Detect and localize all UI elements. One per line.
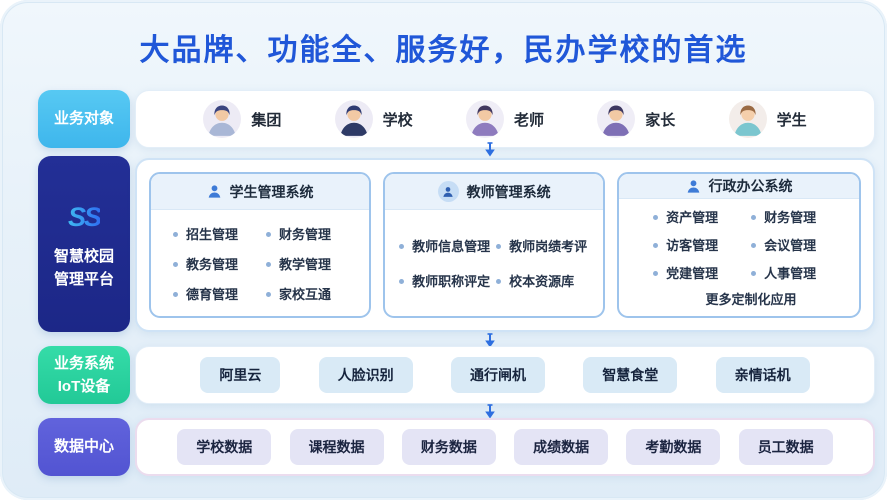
avatar-group-icon — [203, 100, 242, 138]
avatar-student-icon — [728, 100, 767, 138]
card-admin-items: 资产管理 财务管理 访客管理 会议管理 党建管理 人事管理 更多定制化应用 — [619, 199, 859, 316]
data-chip: 课程数据 — [289, 429, 384, 465]
down-arrow-icon — [485, 142, 495, 157]
person-icon — [443, 186, 453, 197]
system-item: 党建管理 — [653, 263, 751, 282]
platform-label-line2: 管理平台 — [53, 270, 114, 288]
down-arrow-icon — [485, 404, 495, 419]
card-admin-title: 行政办公系统 — [708, 178, 793, 194]
audience-label: 学校 — [382, 111, 413, 129]
system-item: 访客管理 — [653, 235, 751, 254]
data-chip: 员工数据 — [738, 429, 833, 465]
side-label-business-objects-text: 业务对象 — [53, 110, 114, 128]
page-title: 大品牌、功能全、服务好，民办学校的首选 — [139, 34, 748, 67]
person-icon — [687, 179, 699, 193]
system-item: 教师信息管理 — [399, 236, 496, 255]
data-center-label-text: 数据中心 — [53, 438, 114, 456]
system-item: 人事管理 — [751, 263, 849, 282]
platform-systems-panel: 学生管理系统 招生管理 财务管理 教务管理 教学管理 德育管理 家校互通 教师 — [135, 158, 875, 332]
card-student-title: 学生管理系统 — [229, 183, 314, 200]
card-admin-footer: 更多定制化应用 — [705, 292, 797, 307]
audience-student: 学生 — [728, 100, 807, 138]
data-chip: 财务数据 — [401, 429, 496, 465]
system-item: 教学管理 — [266, 254, 359, 273]
audience-school: 学校 — [334, 100, 413, 138]
system-item: 教务管理 — [173, 254, 266, 273]
card-student-items: 招生管理 财务管理 教务管理 教学管理 德育管理 家校互通 — [151, 210, 369, 316]
audience-label: 老师 — [513, 111, 544, 129]
card-teacher-items: 教师信息管理 教师岗绩考评 教师职称评定 校本资源库 — [385, 210, 603, 316]
system-item: 德育管理 — [173, 284, 266, 303]
ss-logo: SS — [68, 197, 102, 239]
iot-chip: 亲情话机 — [715, 357, 810, 393]
data-chip: 考勤数据 — [626, 429, 721, 465]
card-admin-header: 行政办公系统 — [619, 174, 859, 199]
iot-label-line1: 业务系统 — [53, 354, 114, 372]
card-student-header: 学生管理系统 — [151, 174, 370, 210]
card-teacher-header: 教师管理系统 — [385, 174, 604, 210]
audience-label: 学生 — [776, 111, 807, 129]
person-icon — [208, 185, 220, 198]
audience-label: 集团 — [251, 111, 282, 129]
business-objects-panel: 集团 学校 — [135, 90, 875, 148]
iot-panel: 阿里云 人脸识别 通行闸机 智慧食堂 亲情话机 — [135, 346, 875, 404]
iot-chip: 智慧食堂 — [583, 357, 678, 393]
data-chip: 成绩数据 — [514, 429, 609, 465]
system-item: 教师岗绩考评 — [496, 236, 593, 255]
side-label-business-objects: 业务对象 — [38, 90, 130, 148]
iot-chip: 通行闸机 — [450, 357, 545, 393]
avatar-parent-icon — [597, 100, 636, 138]
avatar-school-icon — [334, 100, 373, 138]
audience-parent: 家长 — [597, 100, 675, 138]
card-teacher-management: 教师管理系统 教师信息管理 教师岗绩考评 教师职称评定 校本资源库 — [383, 172, 606, 318]
avatar-teacher-icon — [465, 100, 504, 138]
iot-chip: 人脸识别 — [318, 357, 413, 393]
system-item: 校本资源库 — [496, 271, 593, 290]
system-item: 财务管理 — [751, 207, 849, 226]
card-teacher-title: 教师管理系统 — [466, 183, 551, 200]
audience-group: 集团 — [203, 100, 281, 138]
data-chip: 学校数据 — [177, 429, 272, 465]
audience-label: 家长 — [645, 111, 676, 129]
person-circle-icon — [437, 181, 459, 202]
data-center-panel: 学校数据 课程数据 财务数据 成绩数据 考勤数据 员工数据 — [135, 418, 875, 476]
system-item: 资产管理 — [653, 207, 751, 226]
down-arrow-icon — [485, 333, 495, 348]
system-item: 家校互通 — [266, 284, 359, 303]
platform-label-line1: 智慧校园 — [53, 247, 114, 265]
system-item: 会议管理 — [751, 235, 849, 254]
system-item: 招生管理 — [173, 224, 266, 243]
audience-teacher: 老师 — [465, 100, 544, 138]
side-label-platform: SS 智慧校园 管理平台 — [38, 156, 130, 332]
side-label-data-center: 数据中心 — [38, 418, 130, 476]
card-student-management: 学生管理系统 招生管理 财务管理 教务管理 教学管理 德育管理 家校互通 — [149, 172, 372, 318]
card-admin-office: 行政办公系统 资产管理 财务管理 访客管理 会议管理 党建管理 人事管理 更多定… — [617, 172, 861, 318]
system-item: 教师职称评定 — [399, 271, 496, 290]
iot-chip: 阿里云 — [200, 357, 281, 393]
iot-label-line2: IoT设备 — [57, 378, 111, 395]
system-item: 财务管理 — [266, 224, 359, 243]
side-label-iot: 业务系统 IoT设备 — [38, 346, 130, 404]
